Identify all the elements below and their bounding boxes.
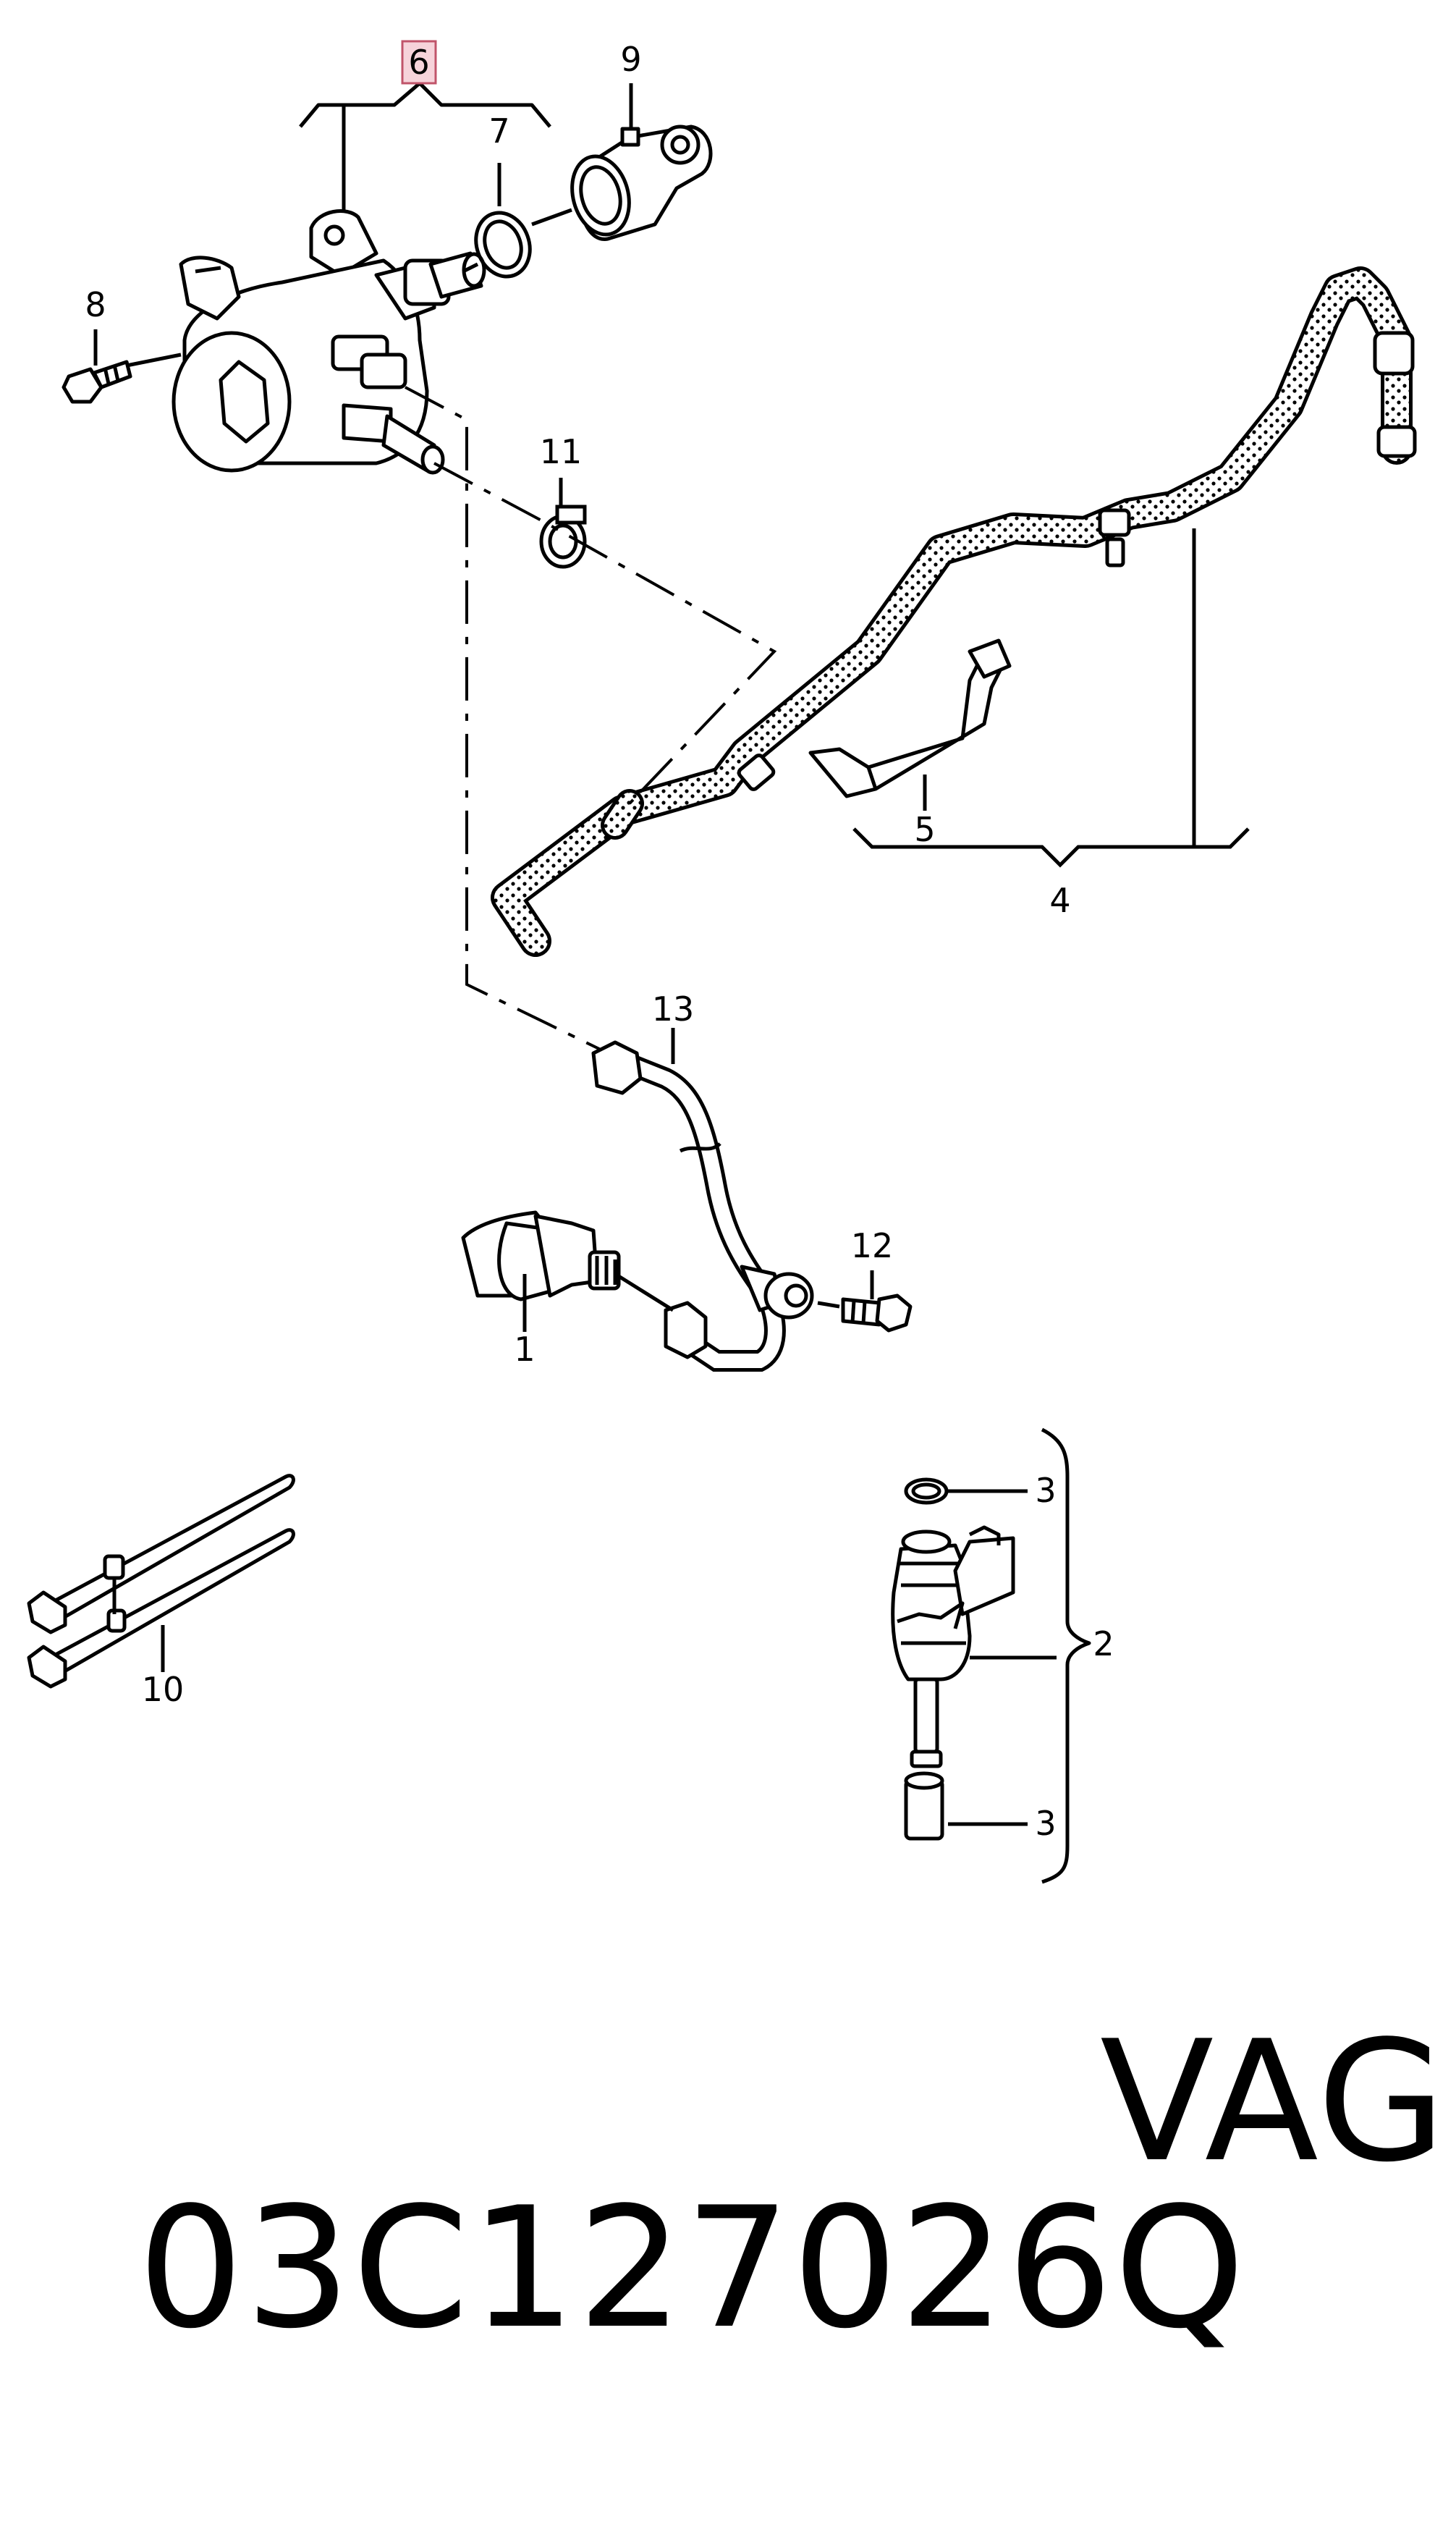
cable-ties-part-10 xyxy=(27,1474,295,1689)
callout-2[interactable]: 2 xyxy=(1093,1624,1114,1663)
part-number: 03C127026Q xyxy=(137,2172,1247,2366)
callout-3-top[interactable]: 3 xyxy=(1035,1471,1056,1510)
callout-9[interactable]: 9 xyxy=(620,40,641,79)
callout-4[interactable]: 4 xyxy=(1049,881,1070,920)
callout-7[interactable]: 7 xyxy=(488,111,509,151)
callout-11[interactable]: 11 xyxy=(540,432,583,471)
callout-13[interactable]: 13 xyxy=(652,989,695,1029)
pressure-sender-part-9 xyxy=(570,83,713,241)
leader-line-pump-to-line xyxy=(405,386,601,1051)
high-pressure-pump xyxy=(172,81,551,475)
fuel-pressure-sensor-part-1 xyxy=(461,1210,674,1332)
brand-name: VAG xyxy=(1100,2006,1448,2199)
exploded-parts-diagram: 6 7 9 8 11 5 4 13 12 1 10 3 2 3 xyxy=(27,40,1417,1884)
hose-clamp-part-11 xyxy=(539,478,587,569)
callout-1[interactable]: 1 xyxy=(514,1330,535,1369)
bolt-part-8 xyxy=(62,329,182,404)
callout-3-bottom[interactable]: 3 xyxy=(1035,1804,1056,1843)
o-ring-part-7 xyxy=(462,163,572,279)
part-number-footer: 03C127026Q VAG xyxy=(29,2020,1447,2519)
fuel-injector-part-2 xyxy=(891,1427,1091,1884)
bracket-part-4 xyxy=(852,528,1250,868)
callout-12[interactable]: 12 xyxy=(851,1226,894,1265)
bolt-part-12 xyxy=(817,1270,913,1333)
fuel-hose-part-4 xyxy=(433,266,1417,957)
high-pressure-line-part-13 xyxy=(591,1028,814,1372)
bracket-part-6 xyxy=(299,81,551,128)
callout-6-highlight xyxy=(401,40,437,85)
callout-labels: 6 7 9 8 11 5 4 13 12 1 10 3 2 3 xyxy=(85,40,1114,1843)
callout-8[interactable]: 8 xyxy=(85,285,106,324)
callout-5[interactable]: 5 xyxy=(914,810,935,849)
callout-10[interactable]: 10 xyxy=(142,1670,185,1709)
callout-6[interactable]: 6 xyxy=(408,43,429,82)
hose-holder-part-5 xyxy=(808,638,1012,798)
